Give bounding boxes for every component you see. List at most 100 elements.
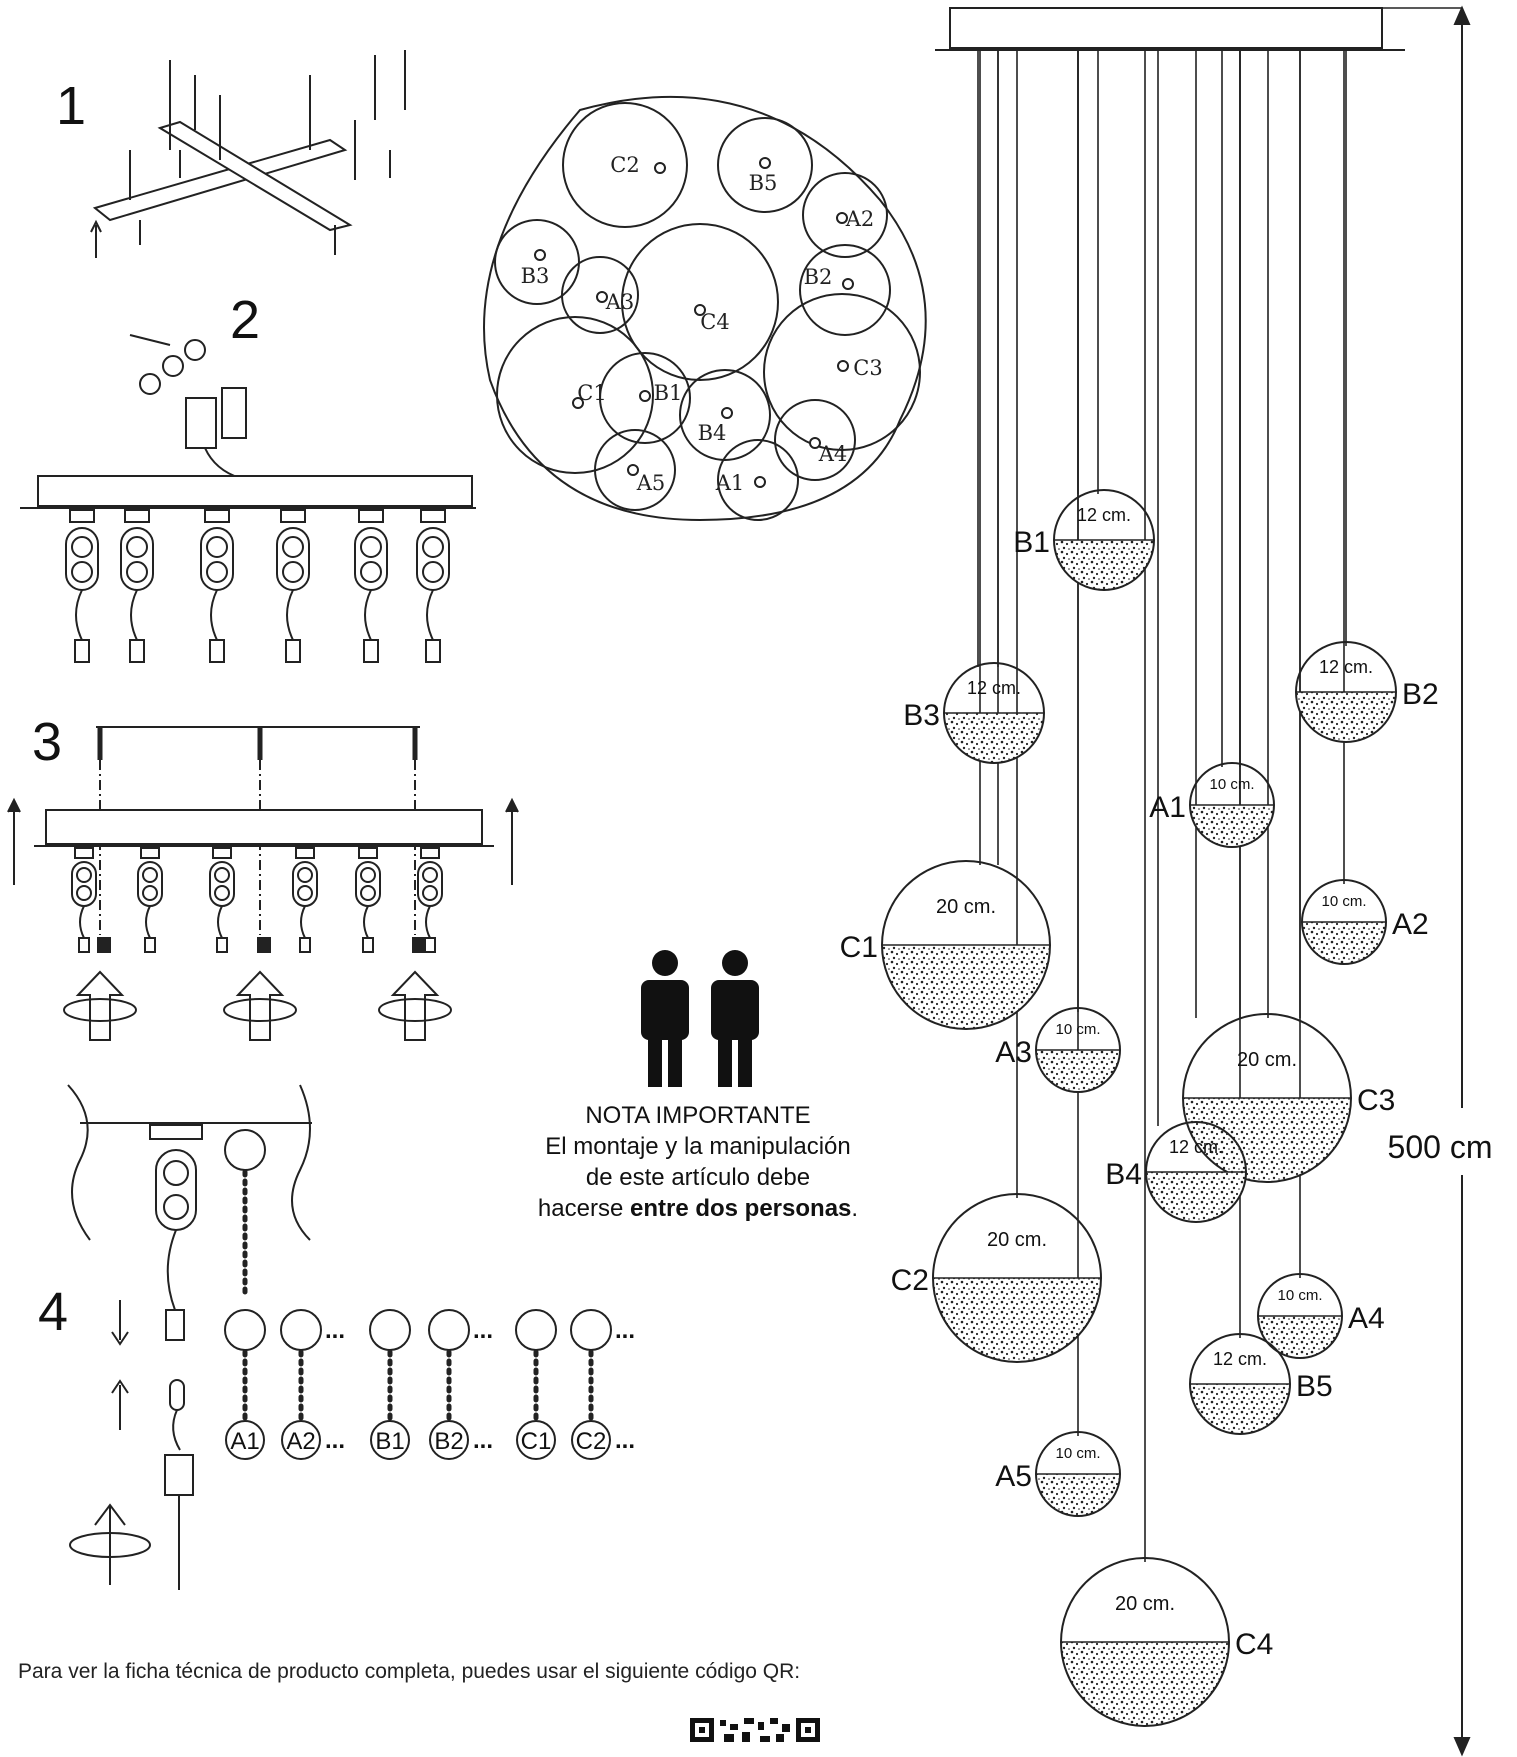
canopy-plate-step3 xyxy=(45,809,483,845)
socket-holder xyxy=(200,509,234,663)
orb-label-pair: C1 xyxy=(515,1309,557,1460)
pendant-b5: 12 cm.B5 xyxy=(1189,1333,1333,1435)
twist-arrow-icon xyxy=(223,970,297,1041)
rod-end xyxy=(257,937,271,953)
pendant-size-label: 12 cm. xyxy=(1319,657,1373,677)
pendant-c4: 20 cm.C4 xyxy=(1060,1557,1273,1727)
layout-label: C2 xyxy=(610,153,639,177)
ellipsis: ... xyxy=(615,1427,635,1454)
pendant-id-label: A4 xyxy=(1348,1302,1385,1335)
pendant-b2: 12 cm.B2 xyxy=(1295,641,1439,743)
pendant-b3: 12 cm.B3 xyxy=(903,662,1045,764)
pendant-size-label: 12 cm. xyxy=(1169,1137,1223,1157)
layout-label: A3 xyxy=(605,290,635,314)
pendant-id-label: B4 xyxy=(1105,1158,1142,1191)
orb-circle xyxy=(428,1309,470,1351)
step-2: 2 xyxy=(20,290,476,663)
pendant-id-label: C2 xyxy=(891,1264,929,1297)
layout-label: B4 xyxy=(698,421,727,445)
layout-label: B2 xyxy=(804,265,833,289)
pendant-size-label: 20 cm. xyxy=(1237,1049,1297,1071)
pendant-a1: 10 cm. A1 xyxy=(1149,762,1275,848)
pendant-id-label: A1 xyxy=(1149,791,1186,824)
pendant-id-label: B3 xyxy=(903,699,940,732)
socket-holder xyxy=(65,509,99,663)
footer-text: Para ver la ficha técnica de producto co… xyxy=(18,1660,801,1683)
note-line-1: El montaje y la manipulación xyxy=(545,1133,851,1160)
layout-spot-b1: B1 xyxy=(599,352,691,444)
layout-label: C4 xyxy=(700,310,729,334)
pendant-size-label: 10 cm. xyxy=(1055,1021,1100,1038)
important-note: NOTA IMPORTANTE El montaje y la manipula… xyxy=(488,1100,908,1224)
wiring-illustration xyxy=(129,334,247,479)
layout-label: A5 xyxy=(636,471,666,495)
note-line-3-prefix: hacerse xyxy=(537,1195,630,1222)
layout-spot-a5: A5 xyxy=(594,429,676,511)
socket-holder xyxy=(276,509,310,663)
step4-label-c1: C1 xyxy=(521,1428,552,1455)
height-label: 500 cm xyxy=(1388,1129,1493,1165)
layout-spot-a1: A1 xyxy=(715,439,799,521)
ellipsis: ... xyxy=(615,1317,635,1344)
step-3-number: 3 xyxy=(32,712,62,772)
socket-holder xyxy=(71,847,97,953)
orb-label-pair: A1 xyxy=(224,1309,266,1460)
orb-hanging xyxy=(224,1129,266,1171)
pendant-a4: 10 cm. A4 xyxy=(1257,1273,1385,1359)
pendant-id-label: C3 xyxy=(1357,1084,1395,1117)
layout-spot-c2: C2 xyxy=(562,102,688,228)
pendant-c1: 20 cm.C1 xyxy=(840,860,1051,1030)
cross-bracket-illustration xyxy=(90,50,406,258)
pendant-c2: 20 cm. C2 xyxy=(891,1193,1102,1363)
orb-circle xyxy=(369,1309,411,1351)
socket-holder xyxy=(120,509,154,663)
layout-label: A4 xyxy=(818,442,848,466)
ceiling-canopy xyxy=(949,7,1383,49)
step-1: 1 xyxy=(56,50,406,258)
layout-spot-a3: A3 xyxy=(561,256,639,334)
step4-label-a1: A1 xyxy=(230,1428,259,1455)
pendant-id-label: A5 xyxy=(995,1460,1032,1493)
orb-circle xyxy=(280,1309,322,1351)
step-1-number: 1 xyxy=(56,76,86,136)
layout-spot-c1: C1 xyxy=(496,316,654,474)
step4-label-b2: B2 xyxy=(434,1428,463,1455)
orb-circle xyxy=(515,1309,557,1351)
step-4-number: 4 xyxy=(38,1282,68,1342)
step4-label-c2: C2 xyxy=(576,1428,607,1455)
socket-holder xyxy=(355,847,381,953)
layout-spot-b5: B5 xyxy=(717,117,813,213)
twist-arrow-icon xyxy=(378,970,452,1041)
pendant-size-label: 10 cm. xyxy=(1209,776,1254,793)
layout-label: A1 xyxy=(715,471,745,495)
pendant-id-label: C4 xyxy=(1235,1628,1273,1661)
socket-holder xyxy=(292,847,318,953)
orb-label-pair: A2...... xyxy=(280,1309,345,1460)
note-line-3-suffix: . xyxy=(851,1195,859,1222)
pendant-size-label: 10 cm. xyxy=(1055,1445,1100,1462)
rod-end xyxy=(412,937,426,953)
height-dimension xyxy=(1283,5,1471,1757)
socket-holder xyxy=(209,847,235,953)
twist-arrow-icon xyxy=(63,970,137,1041)
orb-circle xyxy=(224,1309,266,1351)
pendant-id-label: C1 xyxy=(840,931,878,964)
pendant-a2: 10 cm.A2 xyxy=(1301,879,1429,965)
step-3: 3 xyxy=(7,712,519,1041)
qr-code xyxy=(690,1718,820,1742)
ellipsis: ... xyxy=(325,1427,345,1454)
layout-spot-c3: C3 xyxy=(763,293,921,451)
pendant-c3: 20 cm. C3 xyxy=(1182,1013,1395,1183)
pendant-size-label: 20 cm. xyxy=(987,1229,1047,1251)
pendant-size-label: 10 cm. xyxy=(1277,1287,1322,1304)
pendant-a5: 10 cm. A5 xyxy=(995,1431,1121,1517)
step4-label-a2: A2 xyxy=(286,1428,315,1455)
ellipsis: ... xyxy=(325,1317,345,1344)
curtain-left xyxy=(67,1084,91,1241)
pendant-b4: 12 cm. B4 xyxy=(1105,1121,1247,1223)
layout-spot-c4: C4 xyxy=(621,223,779,381)
note-line-3-bold: entre dos personas xyxy=(629,1195,852,1222)
